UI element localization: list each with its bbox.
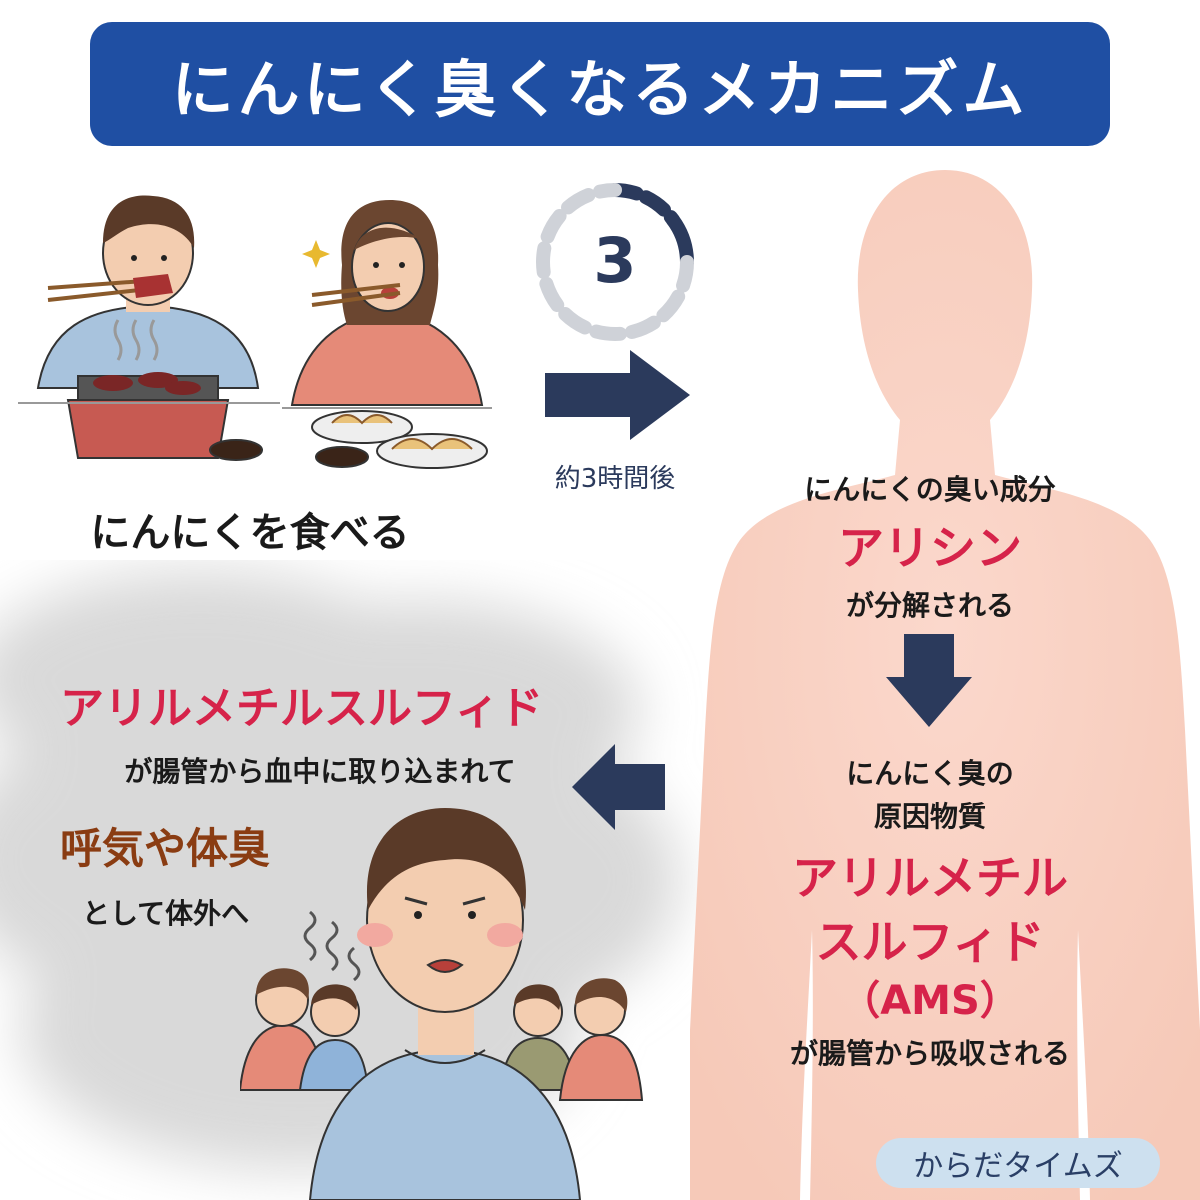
result-compound: アリルメチルスルフィド bbox=[60, 683, 544, 734]
body-compound2b: スルフィド bbox=[815, 915, 1045, 969]
body-compound2c: （AMS） bbox=[840, 978, 1020, 1024]
brand-badge: からだタイムズ bbox=[876, 1138, 1160, 1188]
man-eating-illustration bbox=[18, 195, 280, 461]
body-compound1: アリシン bbox=[838, 521, 1022, 575]
body-line4: が腸管から吸収される bbox=[789, 1037, 1070, 1070]
page-title: にんにく臭くなるメカニズム bbox=[171, 53, 1029, 126]
result-line1: が腸管から血中に取り込まれて bbox=[124, 755, 516, 788]
body-compound2a: アリルメチル bbox=[792, 851, 1068, 905]
arrow-right-icon bbox=[545, 350, 690, 440]
result-highlight: 呼気や体臭 bbox=[60, 824, 271, 873]
timer-caption: 約3時間後 bbox=[554, 464, 676, 494]
timer-icon: 3 bbox=[536, 183, 694, 341]
body-line3a: にんにく臭の bbox=[846, 757, 1014, 790]
arrow-down-icon bbox=[886, 634, 972, 727]
woman-eating-illustration bbox=[282, 200, 492, 469]
step1-label: にんにくを食べる bbox=[90, 510, 410, 556]
worried-man-illustration bbox=[240, 808, 644, 1200]
arrow-left-icon bbox=[572, 744, 665, 830]
body-line2: が分解される bbox=[845, 589, 1014, 622]
timer-number: 3 bbox=[593, 224, 636, 297]
body-line3b: 原因物質 bbox=[873, 800, 986, 833]
title-banner: にんにく臭くなるメカニズム bbox=[90, 22, 1110, 146]
result-line2: として体外へ bbox=[82, 897, 250, 930]
body-line1: にんにくの臭い成分 bbox=[804, 473, 1056, 506]
